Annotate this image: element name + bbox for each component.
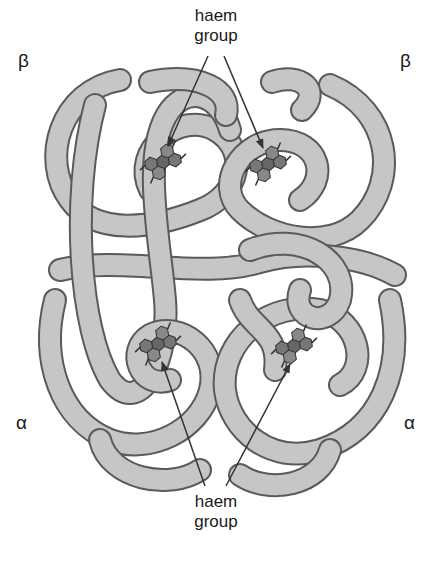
haem-label: haem group [181, 6, 251, 46]
chain-label: β [18, 50, 29, 72]
protein-chain [50, 300, 211, 444]
protein-chain [240, 450, 330, 485]
protein-chain-outline [100, 440, 200, 480]
haem-label: haem group [181, 492, 251, 532]
protein-chain-outline [272, 79, 310, 110]
protein-chain [250, 244, 341, 318]
protein-chain-outline [250, 244, 341, 318]
protein-chain [240, 300, 276, 370]
protein-chain [150, 79, 227, 115]
chain-label: β [400, 50, 411, 72]
protein-chain-outline [150, 79, 227, 115]
protein-chain [272, 79, 310, 110]
protein-chain-outline [50, 300, 211, 444]
chain-label: α [404, 412, 415, 434]
haem-groups [131, 139, 321, 369]
protein-chain-outline [240, 450, 330, 485]
chain-label: α [16, 412, 27, 434]
protein-chain [100, 440, 200, 480]
leader-arrows [162, 56, 290, 486]
protein-chain-outline [240, 300, 276, 370]
